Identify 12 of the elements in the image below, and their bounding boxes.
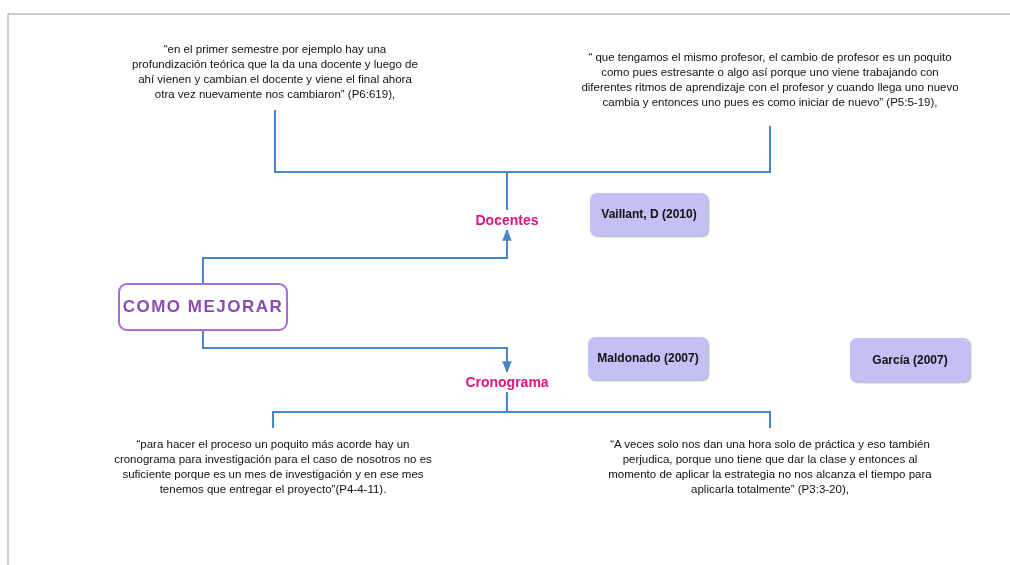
reference-box: García (2007) [850, 338, 970, 382]
main-topic-box: COMO MEJORAR [118, 283, 288, 331]
reference-box: Vaillant, D (2010) [590, 193, 708, 236]
quote-text: “en el primer semestre por ejemplo hay una profundización teórica que la da una docente y luego de ahí vienen y cambian el docente y viene el final ahora otra vez nuevamente nos cambiaron” (P6:619), [130, 34, 420, 110]
arrow [202, 228, 512, 284]
connector-line [506, 125, 771, 211]
arrow [202, 330, 512, 374]
connector-line [506, 391, 771, 429]
quote-text: “para hacer el proceso un poquito más acorde hay un cronograma para investigación para el caso de nosotros no es suficiente porque es un mes de investigación y en ese mes tenemos que entregar el proyecto”(P4-4-11). [108, 428, 438, 506]
reference-box: Maldonado (2007) [588, 337, 708, 380]
quote-text: “A veces solo nos dan una hora solo de práctica y eso también perjudica, porque uno tiene que dar la clase y entonces al momento de aplicar la estrategia no nos alcanza el tiempo para aplicarla totalmente” (P3:3-20), [605, 428, 935, 506]
quote-text: “ que tengamos el mismo profesor, el cambio de profesor es un poquito como pues estresante o algo así porque uno viene trabajando con diferentes ritmos de aprendizaje con el profesor y cuando llega uno nuevo cambia y entonces uno pues es como iniciar de nuevo” (P5:5-19), [580, 34, 960, 126]
